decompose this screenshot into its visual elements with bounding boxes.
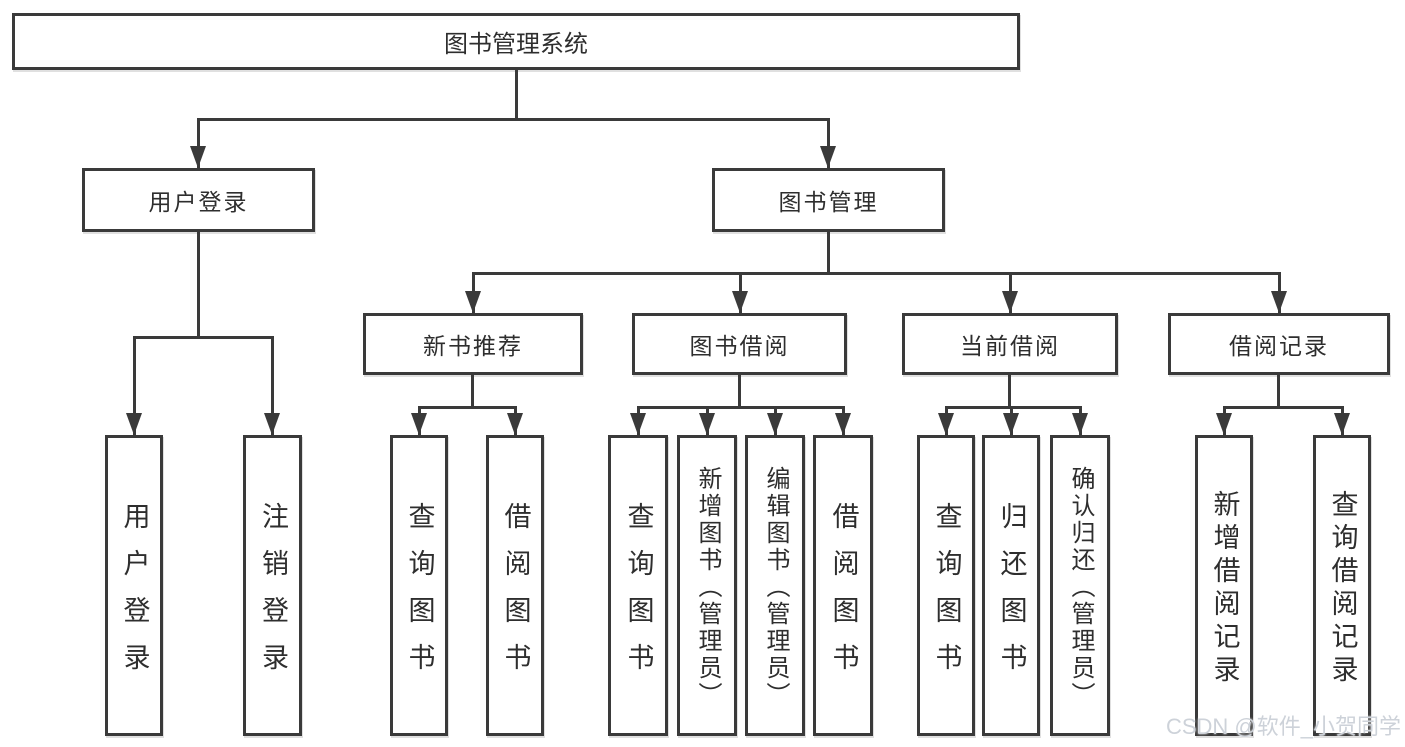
node-book-management: 图书管理	[712, 168, 945, 232]
connector-login-leaf1	[133, 336, 136, 435]
connector-current-rail	[945, 406, 1081, 409]
leaf-borrow-books: 借阅图书	[813, 435, 873, 736]
leaf-confirm-return-admin: 确认归还（管理员）	[1050, 435, 1110, 736]
leaf-user-login: 用户登录	[105, 435, 163, 736]
node-new-book-recommend: 新书推荐	[363, 313, 583, 375]
arrow-down-icon	[190, 146, 206, 168]
leaf-query-books-current: 查询图书	[917, 435, 975, 736]
connector-current-stub	[1008, 375, 1011, 406]
arrow-down-icon	[732, 291, 748, 313]
connector-borrow-rail	[637, 406, 844, 409]
connector-management-stub	[827, 232, 830, 272]
connector-root-to-login	[197, 118, 200, 168]
node-root-library-management-system: 图书管理系统	[12, 13, 1020, 70]
leaf-logout: 注销登录	[243, 435, 302, 736]
arrow-down-icon	[1334, 413, 1350, 435]
connector-recommend-stub	[471, 375, 474, 406]
arrow-down-icon	[264, 413, 280, 435]
arrow-down-icon	[820, 146, 836, 168]
leaf-return-books: 归还图书	[982, 435, 1040, 736]
leaf-query-borrow-record: 查询借阅记录	[1313, 435, 1371, 736]
connector-records-rail	[1223, 406, 1343, 409]
arrow-down-icon	[411, 413, 427, 435]
connector-borrow-stub	[738, 375, 741, 406]
leaf-query-books-borrow: 查询图书	[608, 435, 668, 736]
leaf-edit-books-admin: 编辑图书（管理员）	[745, 435, 805, 736]
arrow-down-icon	[126, 413, 142, 435]
arrow-down-icon	[630, 413, 646, 435]
node-book-borrow: 图书借阅	[632, 313, 847, 375]
connector-management-rail	[472, 272, 1281, 275]
connector-recommend-rail	[418, 406, 517, 409]
leaf-query-books-recommend: 查询图书	[390, 435, 448, 736]
arrow-down-icon	[1216, 413, 1232, 435]
leaf-add-books-admin: 新增图书（管理员）	[677, 435, 737, 736]
arrow-down-icon	[1002, 291, 1018, 313]
arrow-down-icon	[1003, 413, 1019, 435]
connector-root-stub	[515, 70, 518, 118]
leaf-borrow-books-recommend: 借阅图书	[486, 435, 544, 736]
connector-login-leaf2	[271, 336, 274, 435]
arrow-down-icon	[938, 413, 954, 435]
connector-login-stub	[197, 232, 200, 336]
arrow-down-icon	[1072, 413, 1088, 435]
connector-root-to-management	[827, 118, 830, 168]
node-borrow-records: 借阅记录	[1168, 313, 1390, 375]
leaf-add-borrow-record: 新增借阅记录	[1195, 435, 1253, 736]
csdn-watermark: CSDN @软件_小贺同学	[1165, 714, 1401, 739]
arrow-down-icon	[767, 413, 783, 435]
node-user-login: 用户登录	[82, 168, 315, 232]
connector-login-rail	[133, 336, 273, 339]
connector-root-rail	[197, 118, 830, 121]
node-current-borrow: 当前借阅	[902, 313, 1118, 375]
arrow-down-icon	[699, 413, 715, 435]
arrow-down-icon	[1271, 291, 1287, 313]
arrow-down-icon	[507, 413, 523, 435]
connector-records-stub	[1277, 375, 1280, 406]
arrow-down-icon	[835, 413, 851, 435]
arrow-down-icon	[465, 291, 481, 313]
